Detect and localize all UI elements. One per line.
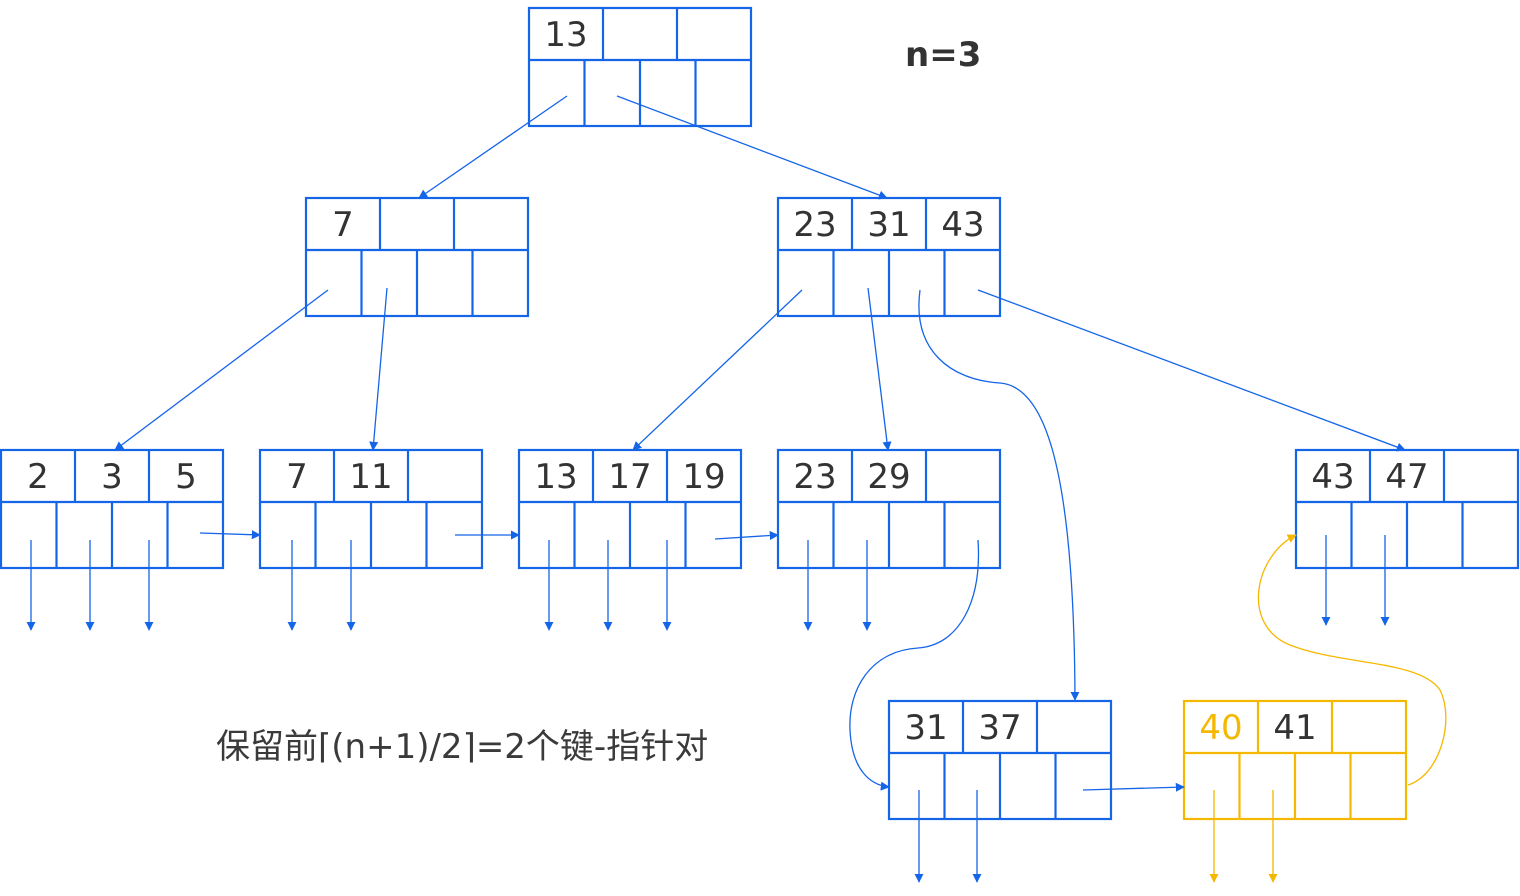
node-new-key-1: 40 xyxy=(1199,708,1242,748)
node-root: 13 xyxy=(527,6,753,128)
record-pointers-l3 xyxy=(544,540,672,631)
node-new-key-2: 41 xyxy=(1273,708,1316,748)
node-l3-key-1: 13 xyxy=(534,457,577,497)
node-l2-key-2: 11 xyxy=(349,457,392,497)
node-l5: 43 47 xyxy=(1294,448,1520,570)
node-split-key-2: 37 xyxy=(978,708,1021,748)
node-l1-key-2: 3 xyxy=(101,457,123,497)
node-split-key-1: 31 xyxy=(904,708,947,748)
node-l3-key-2: 17 xyxy=(608,457,651,497)
edge-i2-l5 xyxy=(977,289,1406,452)
node-l1-key-3: 5 xyxy=(175,457,197,497)
node-split: 31 37 xyxy=(887,699,1113,821)
node-i2: 23 31 43 xyxy=(776,196,1002,318)
edge-i1-l2 xyxy=(369,287,388,451)
edge-i2-split xyxy=(918,289,1080,701)
edge-i2-l4 xyxy=(867,287,892,451)
node-l3-key-3: 19 xyxy=(682,457,725,497)
node-root-key-1: 13 xyxy=(544,15,587,55)
node-l5-key-2: 47 xyxy=(1385,457,1428,497)
node-l4-key-1: 23 xyxy=(793,457,836,497)
edge-split-new xyxy=(1082,782,1185,792)
node-l1: 2 3 5 xyxy=(0,448,225,570)
edge-root-i2 xyxy=(616,95,888,200)
node-l3: 13 17 19 xyxy=(517,448,743,570)
edge-i1-l1 xyxy=(114,289,329,451)
record-pointers-l2 xyxy=(287,540,356,631)
record-pointers-l4 xyxy=(803,540,872,631)
node-i2-key-3: 43 xyxy=(941,205,984,245)
diagram-title: n=3 xyxy=(905,35,981,75)
record-pointers-l1 xyxy=(26,540,154,631)
node-i1-key-1: 7 xyxy=(332,205,354,245)
edge-l1-l2 xyxy=(199,530,261,540)
record-pointers-l5 xyxy=(1321,535,1390,626)
edge-root-i1 xyxy=(418,95,568,199)
node-i2-key-2: 31 xyxy=(867,205,910,245)
node-l4: 23 29 xyxy=(776,448,1002,570)
record-pointers-split xyxy=(914,790,982,883)
node-i2-key-1: 23 xyxy=(793,205,836,245)
edge-l3-l4 xyxy=(714,530,779,541)
node-l4-key-2: 29 xyxy=(867,457,910,497)
node-l2: 7 11 xyxy=(258,448,484,570)
node-i1: 7 xyxy=(304,196,530,318)
caption-text: 保留前⌈(n+1)/2⌉=2个键-指针对 xyxy=(216,727,708,767)
node-new: 40 41 xyxy=(1182,699,1408,821)
edge-l4-split xyxy=(849,539,980,791)
edge-new-l5 xyxy=(1257,534,1447,786)
edge-i2-l3 xyxy=(632,289,803,451)
record-pointers-new xyxy=(1209,790,1278,883)
node-l5-key-1: 43 xyxy=(1311,457,1354,497)
node-l1-key-1: 2 xyxy=(27,457,49,497)
node-l2-key-1: 7 xyxy=(286,457,308,497)
